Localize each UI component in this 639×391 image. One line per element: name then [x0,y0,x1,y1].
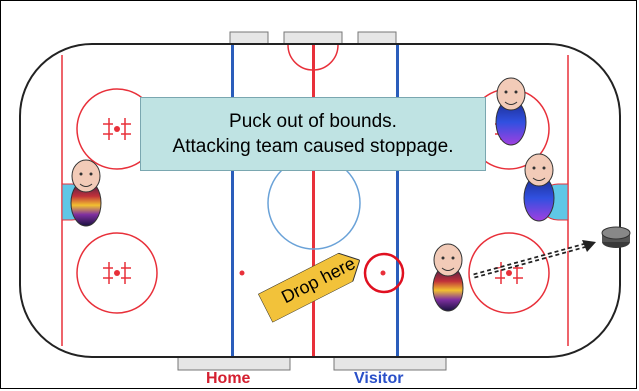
player-icon[interactable] [432,243,464,312]
drop-here-callout[interactable]: Drop here [258,246,367,323]
message-line-2: Attacking team caused stoppage. [172,136,454,157]
player-icon[interactable] [523,153,555,222]
message-line-1: Puck out of bounds. [229,111,397,132]
red-center-line [312,45,315,356]
puck-icon[interactable] [601,226,631,248]
home-bench [177,356,291,371]
faceoff-target-circle[interactable] [363,252,405,294]
home-label: Home [206,370,251,387]
puck-path-arrow [473,240,596,279]
visitor-label: Visitor [354,370,404,387]
player-icon[interactable] [495,77,527,146]
blue-line-right [396,45,399,356]
player-icon[interactable] [70,159,102,227]
stoppage-message: Puck out of bounds. Attacking team cause… [140,97,486,171]
blue-line-left [231,45,234,356]
visitor-bench [333,356,447,371]
